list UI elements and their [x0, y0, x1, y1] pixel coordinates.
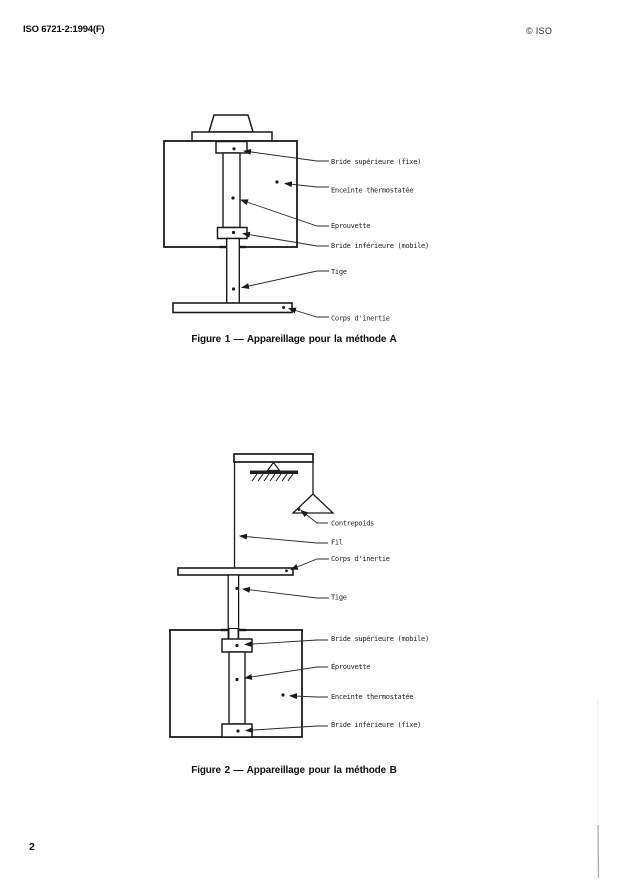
fig1-specimen	[222, 152, 241, 229]
copyright-notice: © ISO	[526, 26, 553, 36]
fig2-dot-contrepoids	[297, 508, 301, 511]
fig1-leader-corps	[288, 307, 329, 318]
fig2-inertia-bar	[177, 567, 294, 576]
fig2-leader-corps	[290, 558, 329, 570]
figure2-drawing: Contrepoids Fil Corps d'inertie Tige Bri…	[169, 453, 429, 738]
fig1-inertia-bar	[172, 302, 293, 314]
fig2-dot-bride-inf	[236, 729, 240, 733]
fig1-top-flange	[191, 131, 273, 142]
label-bride-inferieure-mobile: Bride inférieure (mobile)	[331, 242, 429, 250]
fig2-dot-tige	[235, 587, 239, 590]
fig2-leader-bride-inf	[245, 725, 328, 734]
fig2-leader-contrepoids	[300, 509, 328, 524]
doc-reference: ISO 6721-2:1994(F)	[23, 24, 105, 35]
fig2-leader-enceinte	[289, 693, 328, 700]
label-fil: Fil	[331, 539, 343, 547]
fig2-pivot-support	[250, 470, 298, 474]
fig1-leader-bride-sup	[243, 148, 329, 162]
label-eprouvette-1: Éprouvette	[331, 221, 370, 230]
scan-artifact-line	[597, 700, 600, 879]
figure2-caption: Figure 2 — Appareillage pour la méthode …	[191, 765, 397, 776]
fig1-dot-bride-inf	[231, 230, 236, 235]
fig1-dot-enceinte	[275, 180, 279, 184]
fig2-leader-bride-sup	[244, 639, 328, 648]
label-tige-2: Tige	[331, 594, 347, 602]
fig2-dot-eprouvette	[235, 677, 239, 682]
fig2-support-hatching	[251, 473, 294, 482]
fig2-leader-fil	[239, 533, 328, 544]
fig2-leader-eprouvette	[244, 666, 328, 680]
fig1-leader-enceinte	[284, 181, 329, 188]
fig1-dot-eprouvette	[231, 196, 235, 200]
label-bride-superieure-fixe: Bride supérieure (fixe)	[331, 158, 421, 166]
figure1-drawing: Bride supérieure (fixe) Enceinte thermos…	[163, 114, 429, 323]
fig1-dot-bride-sup	[232, 147, 236, 151]
fig1-upper-clamp	[215, 140, 248, 154]
label-enceinte-thermostatee-2: Enceinte thermostatée	[331, 693, 413, 701]
label-bride-superieure-mobile: Bride supérieure (mobile)	[331, 635, 429, 643]
fig2-counterweight	[291, 493, 335, 514]
fig2-dot-corps	[285, 569, 288, 573]
fig1-leader-bride-inf	[242, 231, 329, 247]
fig1-dot-corps	[282, 306, 285, 309]
page-number: 2	[29, 841, 35, 853]
fig1-dot-tige	[231, 287, 236, 291]
fig2-balance-beam	[233, 453, 314, 463]
fig2-knife-edge-pivot	[266, 461, 281, 472]
label-bride-inferieure-fixe: Bride inférieure (fixe)	[331, 721, 421, 729]
fig2-specimen	[228, 651, 246, 725]
fig1-rod	[225, 237, 240, 305]
label-tige-1: Tige	[331, 268, 347, 276]
fig2-leader-tige	[242, 586, 329, 599]
label-corps-inertie-1: Corps d'inertie	[331, 315, 390, 323]
fig2-dot-enceinte	[281, 693, 285, 697]
fig1-drive-cap	[207, 114, 255, 133]
label-contrepoids: Contrepoids	[331, 520, 374, 528]
fig1-leader-eprouvette	[240, 199, 329, 227]
fig2-dot-bride-sup	[235, 643, 239, 648]
figure1-caption: Figure 1 — Appareillage pour la méthode …	[191, 334, 397, 345]
fig1-leader-tige	[241, 270, 329, 289]
label-enceinte-thermostatee-1: Enceinte thermostatée	[331, 187, 413, 195]
label-eprouvette-2: Éprouvette	[331, 662, 370, 671]
label-corps-inertie-2: Corps d'inertie	[331, 555, 390, 563]
